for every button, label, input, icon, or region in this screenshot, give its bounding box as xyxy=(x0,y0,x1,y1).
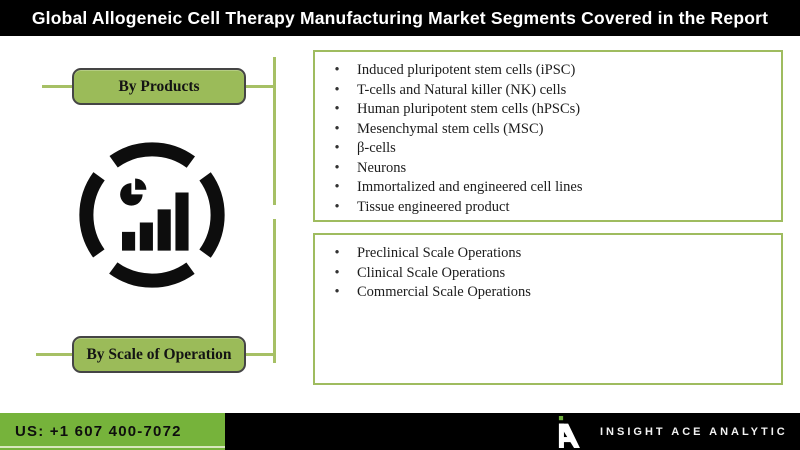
list-item-label: Mesenchymal stem cells (MSC) xyxy=(357,120,544,137)
connector-line xyxy=(246,85,274,88)
header-bar: Global Allogeneic Cell Therapy Manufactu… xyxy=(0,0,800,36)
products-list: • Induced pluripotent stem cells (iPSC) … xyxy=(315,52,781,217)
list-item: • Neurons xyxy=(329,159,775,179)
bullet-icon: • xyxy=(334,245,340,261)
page-title: Global Allogeneic Cell Therapy Manufactu… xyxy=(31,7,769,28)
list-item: • Preclinical Scale Operations xyxy=(329,244,775,264)
segment-label-products: By Products xyxy=(72,68,246,105)
connector-line xyxy=(273,219,276,363)
list-item-label: Induced pluripotent stem cells (iPSC) xyxy=(357,62,576,78)
list-item: • Immortalized and engineered cell lines xyxy=(329,178,775,198)
bullet-icon: • xyxy=(334,140,340,156)
list-item-label: β-cells xyxy=(357,140,396,156)
list-item-label: Preclinical Scale Operations xyxy=(357,245,522,261)
list-item: • β-cells xyxy=(329,139,775,159)
bullet-icon: • xyxy=(334,264,340,281)
bullet-icon: • xyxy=(334,198,340,215)
connector-line xyxy=(273,57,276,205)
insight-ace-logo-icon xyxy=(558,416,580,448)
bullet-icon: • xyxy=(334,101,340,117)
footer-bar: US: +1 607 400-7072 INSIGHT ACE ANALYTIC xyxy=(0,413,800,450)
list-item-label: T-cells and Natural killer (NK) cells xyxy=(357,81,567,98)
list-item-label: Commercial Scale Operations xyxy=(357,284,531,300)
list-item-label: Immortalized and engineered cell lines xyxy=(357,179,583,195)
products-list-box: • Induced pluripotent stem cells (iPSC) … xyxy=(313,50,783,222)
list-item: • Tissue engineered product xyxy=(329,198,775,218)
connector-line xyxy=(42,85,72,88)
scale-of-operation-list: • Preclinical Scale Operations • Clinica… xyxy=(315,235,781,303)
connector-line xyxy=(246,353,274,356)
list-item: • Induced pluripotent stem cells (iPSC) xyxy=(329,61,775,81)
phone-number: US: +1 607 400-7072 xyxy=(15,423,182,440)
bullet-icon: • xyxy=(334,81,340,98)
list-item: • Mesenchymal stem cells (MSC) xyxy=(329,120,775,140)
analytics-chart-icon xyxy=(79,142,225,288)
list-item: • Human pluripotent stem cells (hPSCs) xyxy=(329,100,775,120)
bullet-icon: • xyxy=(334,159,340,176)
bullet-icon: • xyxy=(334,120,340,137)
bullet-icon: • xyxy=(334,284,340,300)
connector-line xyxy=(36,353,72,356)
scale-of-operation-list-box: • Preclinical Scale Operations • Clinica… xyxy=(313,233,783,385)
list-item-label: Neurons xyxy=(357,159,407,176)
list-item-label: Human pluripotent stem cells (hPSCs) xyxy=(357,101,581,117)
list-item-label: Tissue engineered product xyxy=(357,198,510,215)
list-item-label: Clinical Scale Operations xyxy=(357,264,506,281)
brand-name: INSIGHT ACE ANALYTIC xyxy=(600,425,788,438)
list-item: • Commercial Scale Operations xyxy=(329,283,775,303)
phone-badge-underline xyxy=(0,446,225,448)
segment-label-scale-of-operation: By Scale of Operation xyxy=(72,336,246,373)
list-item: • T-cells and Natural killer (NK) cells xyxy=(329,81,775,101)
bullet-icon: • xyxy=(334,179,340,195)
list-item: • Clinical Scale Operations xyxy=(329,264,775,284)
phone-badge: US: +1 607 400-7072 xyxy=(0,413,225,450)
bullet-icon: • xyxy=(334,62,340,78)
